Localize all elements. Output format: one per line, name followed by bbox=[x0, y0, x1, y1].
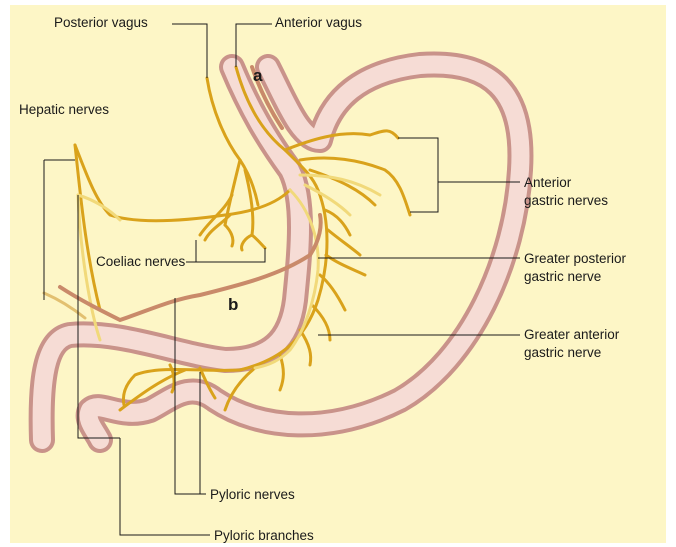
marker-a: a bbox=[253, 66, 262, 86]
label-anterior-gastric-nerves-2: gastric nerves bbox=[524, 192, 608, 209]
marker-b: b bbox=[228, 295, 238, 315]
label-anterior-gastric-nerves-1: Anterior bbox=[524, 174, 571, 191]
label-greater-anterior-2: gastric nerve bbox=[524, 344, 601, 361]
label-greater-posterior-2: gastric nerve bbox=[524, 268, 601, 285]
label-hepatic-nerves: Hepatic nerves bbox=[19, 101, 109, 118]
label-pyloric-nerves: Pyloric nerves bbox=[210, 486, 295, 503]
label-coeliac-nerves: Coeliac nerves bbox=[96, 253, 185, 270]
label-anterior-vagus: Anterior vagus bbox=[275, 14, 362, 31]
label-greater-anterior-1: Greater anterior bbox=[524, 326, 619, 343]
label-greater-posterior-1: Greater posterior bbox=[524, 250, 626, 267]
label-pyloric-branches: Pyloric branches bbox=[214, 527, 314, 544]
label-posterior-vagus: Posterior vagus bbox=[54, 14, 148, 31]
